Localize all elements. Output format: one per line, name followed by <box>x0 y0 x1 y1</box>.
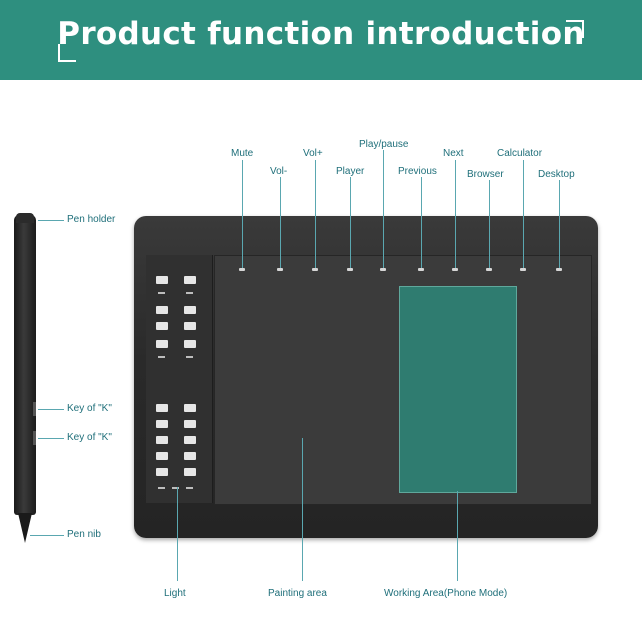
player-key-icon <box>347 268 353 271</box>
callout-mute: Mute <box>231 148 254 159</box>
key-marker <box>186 356 193 358</box>
express-key <box>156 340 168 348</box>
express-key <box>184 468 196 476</box>
express-key <box>156 436 168 444</box>
mute-key-icon <box>239 268 245 271</box>
title-banner <box>0 0 642 80</box>
callout-play-pause: Play/pause <box>359 139 409 150</box>
key-marker <box>186 292 193 294</box>
callout-line <box>38 438 64 439</box>
key-marker <box>172 487 179 489</box>
callout-previous: Previous <box>398 166 437 177</box>
callout-painting-area: Painting area <box>268 588 327 599</box>
express-key <box>184 306 196 314</box>
express-key <box>184 340 196 348</box>
callout-pen-holder: Pen holder <box>67 214 116 225</box>
banner-corner-bracket <box>566 20 584 38</box>
callout-player: Player <box>336 166 365 177</box>
pen-side-button <box>33 402 36 416</box>
desktop-key-icon <box>556 268 562 271</box>
pen-side-button <box>33 431 36 445</box>
previous-key-icon <box>418 268 424 271</box>
callout-line <box>38 409 64 410</box>
callout-line <box>315 160 316 268</box>
callout-pen-nib: Pen nib <box>67 529 101 540</box>
callout-desktop: Desktop <box>538 169 575 180</box>
express-key <box>156 452 168 460</box>
vol-minus-key-icon <box>277 268 283 271</box>
callout-key-k-upper: Key of "K" <box>67 403 112 414</box>
next-key-icon <box>452 268 458 271</box>
stylus-pen <box>14 215 36 515</box>
callout-line <box>350 177 351 268</box>
play-pause-key-icon <box>380 268 386 271</box>
callout-line <box>302 438 303 581</box>
callout-light: Light <box>164 588 186 599</box>
banner-corner-bracket <box>58 44 76 62</box>
key-marker <box>158 292 165 294</box>
callout-line <box>38 220 64 221</box>
key-marker <box>158 487 165 489</box>
express-key <box>156 322 168 330</box>
express-key <box>184 436 196 444</box>
express-key <box>184 452 196 460</box>
working-area-surface <box>399 286 517 493</box>
callout-line <box>242 160 243 268</box>
callout-browser: Browser <box>467 169 504 180</box>
calculator-key-icon <box>520 268 526 271</box>
callout-line <box>421 177 422 268</box>
callout-line <box>523 160 524 268</box>
callout-line <box>457 491 458 581</box>
callout-vol-plus: Vol+ <box>303 148 323 159</box>
express-key <box>156 404 168 412</box>
key-marker <box>186 487 193 489</box>
express-key <box>184 404 196 412</box>
callout-line <box>280 177 281 268</box>
express-key <box>156 468 168 476</box>
browser-key-icon <box>486 268 492 271</box>
express-key <box>184 420 196 428</box>
callout-line <box>489 180 490 268</box>
express-key <box>156 420 168 428</box>
callout-vol-minus: Vol- <box>270 166 288 177</box>
callout-key-k-lower: Key of "K" <box>67 432 112 443</box>
vol-plus-key-icon <box>312 268 318 271</box>
callout-line <box>455 160 456 268</box>
callout-line <box>30 535 64 536</box>
express-key <box>156 276 168 284</box>
callout-calculator: Calculator <box>497 148 543 159</box>
callout-line <box>559 180 560 268</box>
pen-cap <box>16 213 34 223</box>
callout-next: Next <box>443 148 464 159</box>
express-key-panel <box>146 255 213 503</box>
callout-line <box>383 150 384 268</box>
page-title: Product function introduction <box>57 16 585 52</box>
express-key <box>184 322 196 330</box>
pen-nib-tip <box>18 513 32 543</box>
express-key <box>156 306 168 314</box>
key-marker <box>158 356 165 358</box>
callout-working-area: Working Area(Phone Mode) <box>384 588 508 599</box>
express-key <box>184 276 196 284</box>
callout-line <box>177 487 178 581</box>
